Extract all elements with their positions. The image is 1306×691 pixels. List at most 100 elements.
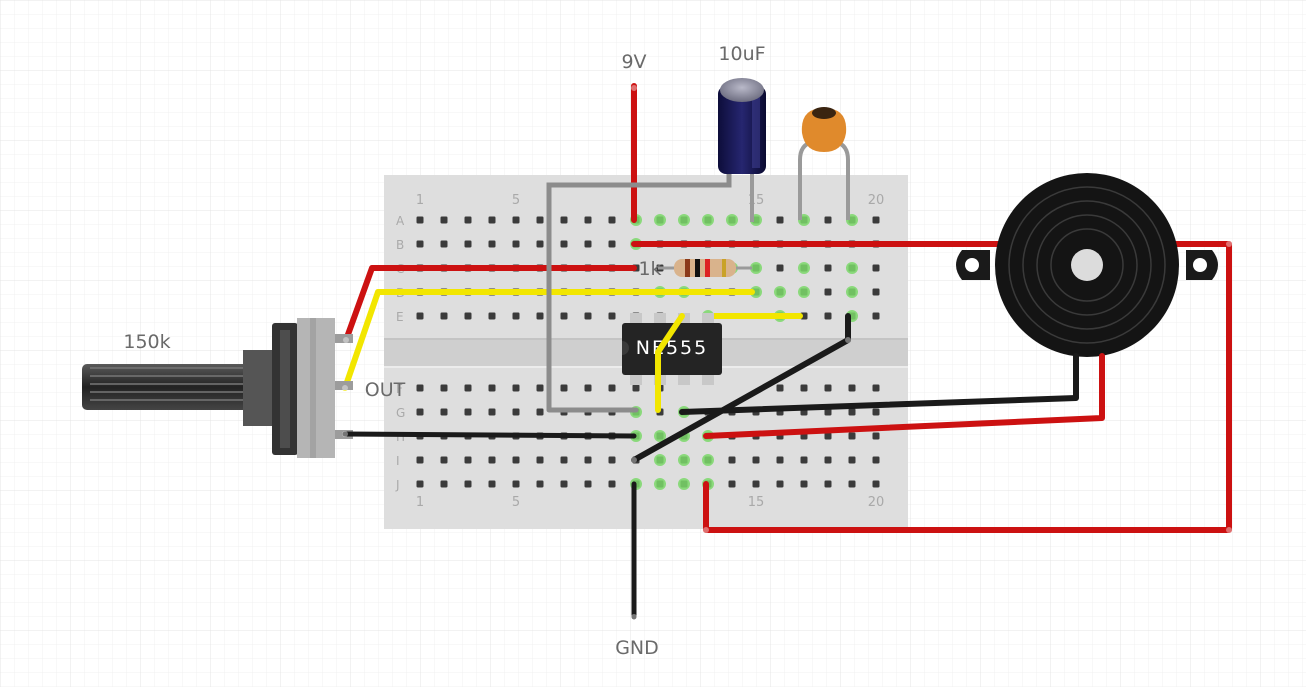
breadboard-hole	[512, 240, 520, 248]
breadboard-hole	[488, 408, 496, 416]
breadboard-hole	[512, 480, 520, 488]
breadboard-hole	[464, 456, 472, 464]
breadboard-hole	[464, 312, 472, 320]
breadboard-hole	[560, 384, 568, 392]
row-label: G	[396, 406, 405, 420]
connected-pin	[750, 286, 762, 298]
connected-pin	[702, 214, 714, 226]
breadboard-hole	[440, 216, 448, 224]
breadboard-hole	[536, 240, 544, 248]
connected-pin	[774, 286, 786, 298]
connected-pin	[654, 214, 666, 226]
breadboard-hole	[536, 384, 544, 392]
breadboard-hole	[848, 480, 856, 488]
breadboard-hole	[512, 216, 520, 224]
breadboard-hole	[488, 384, 496, 392]
breadboard-hole	[488, 456, 496, 464]
breadboard-hole	[872, 480, 880, 488]
wire-endpoint	[342, 385, 348, 391]
breadboard-hole	[776, 480, 784, 488]
breadboard-hole	[416, 456, 424, 464]
breadboard-hole	[824, 288, 832, 296]
connected-pin	[654, 430, 666, 442]
breadboard-hole	[776, 456, 784, 464]
potentiometer-label: 150k	[123, 331, 170, 353]
breadboard-hole	[872, 312, 880, 320]
red-wire-buzzer	[703, 353, 1105, 439]
breadboard-hole	[416, 384, 424, 392]
breadboard-hole	[608, 312, 616, 320]
breadboard-hole	[560, 456, 568, 464]
breadboard-hole	[464, 240, 472, 248]
breadboard-hole	[560, 480, 568, 488]
breadboard-hole	[440, 480, 448, 488]
breadboard-hole	[584, 216, 592, 224]
row-label: F	[396, 382, 403, 396]
ground-label: GND	[615, 637, 659, 659]
breadboard-hole	[848, 432, 856, 440]
breadboard-hole	[560, 240, 568, 248]
breadboard-hole	[776, 384, 784, 392]
breadboard-hole	[800, 384, 808, 392]
breadboard-hole	[824, 312, 832, 320]
wire-endpoint	[631, 614, 637, 620]
breadboard-hole	[416, 240, 424, 248]
breadboard-hole	[824, 408, 832, 416]
breadboard-hole	[512, 384, 520, 392]
yellow-wire-chip	[655, 313, 685, 413]
column-label: 15	[748, 495, 765, 510]
connected-pin	[654, 454, 666, 466]
connected-pin	[726, 214, 738, 226]
black-wire-diagonal	[631, 313, 851, 463]
piezo-buzzer[interactable]	[956, 173, 1218, 357]
breadboard-hole	[584, 480, 592, 488]
breadboard-hole	[464, 480, 472, 488]
connected-pin	[678, 214, 690, 226]
supply-label: 9V	[621, 51, 646, 73]
breadboard-hole	[464, 216, 472, 224]
breadboard-hole	[752, 456, 760, 464]
breadboard-hole	[872, 216, 880, 224]
connected-pin	[702, 454, 714, 466]
breadboard-hole	[416, 216, 424, 224]
breadboard-hole	[440, 456, 448, 464]
breadboard-hole	[872, 456, 880, 464]
breadboard-hole	[608, 456, 616, 464]
breadboard-hole	[464, 384, 472, 392]
breadboard-hole	[560, 312, 568, 320]
breadboard-hole	[536, 216, 544, 224]
breadboard-hole	[416, 480, 424, 488]
black-wire-buzzer	[679, 353, 1079, 415]
breadboard-hole	[440, 312, 448, 320]
wire-endpoint	[343, 337, 349, 343]
breadboard-hole	[584, 384, 592, 392]
breadboard-hole	[752, 480, 760, 488]
capacitor-10uf[interactable]	[546, 78, 766, 410]
column-label: 1	[416, 495, 424, 510]
connected-pin	[678, 454, 690, 466]
breadboard-hole	[872, 432, 880, 440]
breadboard-hole	[584, 312, 592, 320]
breadboard-hole	[824, 432, 832, 440]
ceramic-capacitor[interactable]	[798, 107, 850, 220]
breadboard-hole	[608, 240, 616, 248]
breadboard-hole	[464, 408, 472, 416]
resistor-1k[interactable]	[658, 259, 752, 277]
breadboard-hole	[416, 408, 424, 416]
breadboard-hole	[824, 456, 832, 464]
row-label: I	[396, 454, 400, 468]
yellow-wire-pot	[342, 289, 661, 391]
ne555-chip[interactable]: NE555	[622, 313, 722, 385]
connected-pin	[846, 262, 858, 274]
row-label: A	[396, 214, 405, 228]
breadboard-hole	[824, 384, 832, 392]
breadboard-hole	[608, 216, 616, 224]
capacitor-label: 10uF	[718, 43, 765, 65]
breadboard-hole	[488, 240, 496, 248]
wire-endpoints	[342, 85, 1232, 620]
wire-endpoint	[845, 337, 851, 343]
black-wire-pot	[342, 431, 637, 439]
connected-pin	[798, 262, 810, 274]
breadboard-hole	[824, 480, 832, 488]
